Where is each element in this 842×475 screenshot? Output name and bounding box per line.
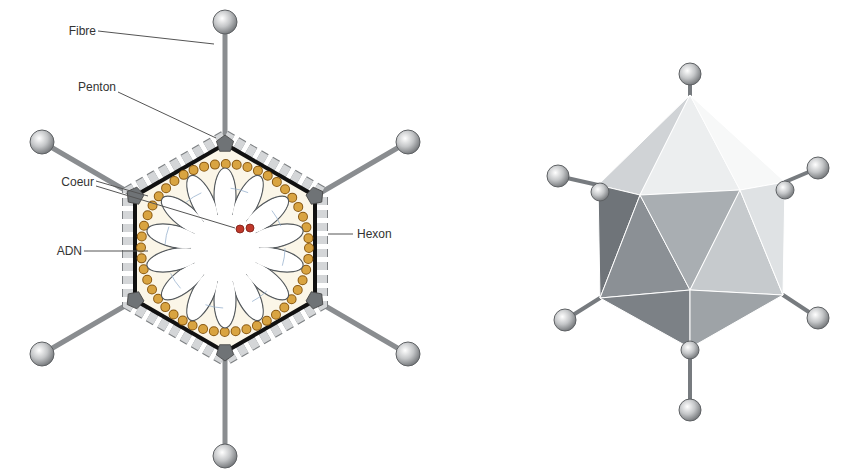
core-protein-red [246,224,254,232]
fibres [558,74,818,410]
part-label: Fibre [69,24,96,38]
part-label: Coeur [61,175,94,189]
part-label: Hexon [357,227,392,241]
core-protein-red [236,225,244,233]
leader-lines [84,31,353,251]
fibre-knobs [547,63,829,421]
core-proteins [141,164,309,332]
part-label: Penton [78,80,116,94]
dna-loop [145,168,306,328]
pentons [123,135,327,361]
hexon-layer [128,136,322,360]
part-label: ADN [57,244,82,258]
fibre-knobs [30,10,420,468]
fibres [44,22,406,456]
core-proteins [141,164,309,332]
hexon-layer [128,136,322,360]
capsid [135,144,315,352]
icosahedron [598,95,785,348]
